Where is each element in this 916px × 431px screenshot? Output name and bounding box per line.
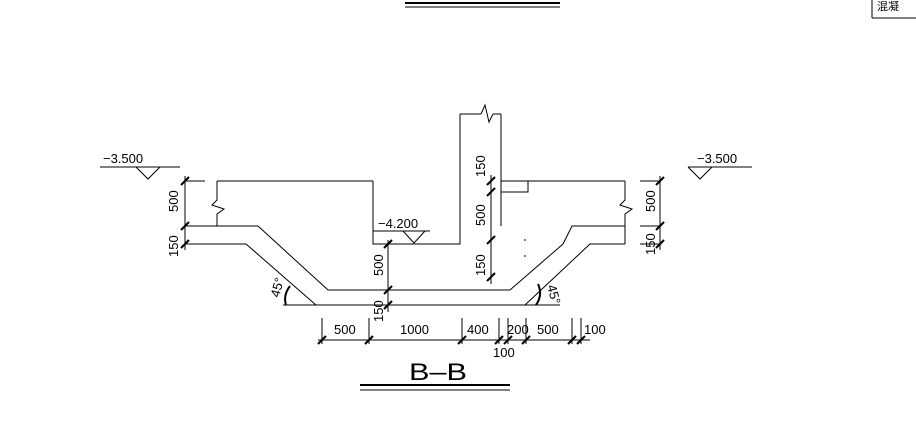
dim-wall-150-bottom: 150 [473,254,488,276]
top-title-underline [405,2,560,8]
dim-right-vertical: 500 150 [643,176,665,255]
corner-label: 混凝 [877,0,899,13]
dim-bottom-100-right: 100 [584,322,606,337]
dim-bottom-500-a: 500 [334,322,356,337]
angle-mark-right: 45° [535,283,564,306]
dim-center-150: 150 [371,300,386,322]
elevation-right-label: −3.500 [697,151,737,166]
dim-center-500: 500 [371,254,386,276]
corner-label-box: 混凝 [871,0,916,19]
angle-right-label: 45° [544,283,564,306]
elevation-left-label: −3.500 [103,151,143,166]
section-outline [185,103,660,306]
elevation-mark-left: −3.500 [100,151,180,180]
elevation-mark-center: −4.200 [373,216,430,244]
section-title-label: B–B [409,359,467,386]
dim-right-150: 150 [643,233,658,255]
elevation-center-label: −4.200 [378,216,418,231]
dim-wall-vertical: 150 500 150 [473,155,496,284]
angle-left-label: 45° [267,276,287,299]
dim-right-500: 500 [643,190,658,212]
dim-bottom-500-b: 500 [537,322,559,337]
dim-bottom-400: 400 [467,322,489,337]
dim-wall-150-top: 150 [473,155,488,177]
dim-bottom-1000: 1000 [400,322,429,337]
elevation-mark-right: −3.500 [687,151,752,180]
dim-bottom-horizontal: 500 1000 400 200 500 100 100 [317,318,606,360]
dim-center-vertical: 500 150 [371,239,393,322]
dim-bottom-200: 200 [507,322,529,337]
angle-mark-left: 45° [267,276,291,306]
dim-left-150: 150 [166,235,181,257]
dim-left-vertical: 500 150 [166,176,190,257]
section-title: B–B [360,359,510,391]
dim-left-500: 500 [166,190,181,212]
dim-bottom-100-below: 100 [493,345,515,360]
dim-wall-500: 500 [473,204,488,226]
